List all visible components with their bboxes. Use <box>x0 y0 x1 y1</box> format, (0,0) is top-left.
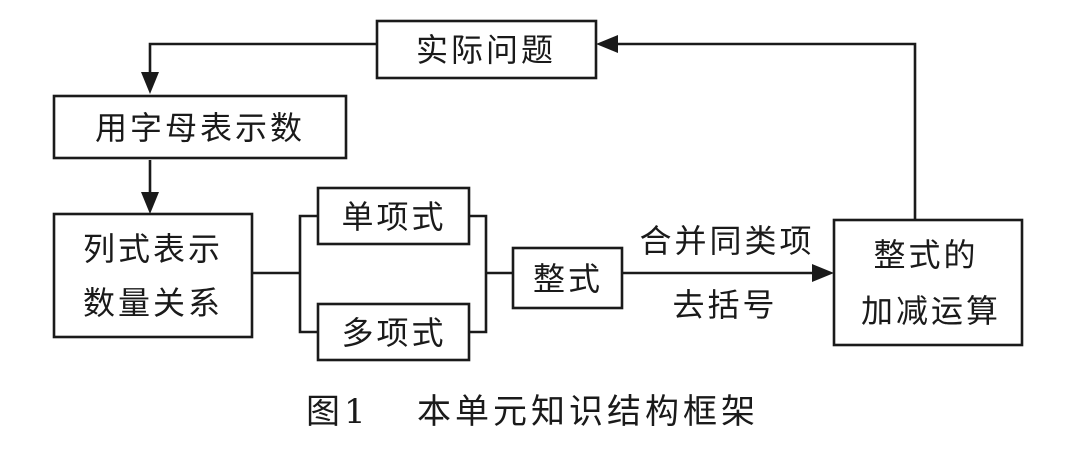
caption-figure-number: 图1 <box>306 392 370 432</box>
edge-label-combine-like-terms: 合并同类项 <box>639 222 814 260</box>
figure-caption: 图1 本单元知识结构框架 <box>306 392 759 432</box>
node-monomial <box>316 186 471 246</box>
bracket-right <box>469 214 488 334</box>
arrowhead-letters-to-expression <box>141 192 159 214</box>
label-practical-problem: 实际问题 <box>416 31 556 69</box>
arrowhead-integral-to-operations <box>812 264 834 282</box>
label-monomial: 单项式 <box>341 198 446 236</box>
label-operations-line2: 加减运算 <box>861 292 1001 330</box>
label-polynomial: 多项式 <box>341 314 446 352</box>
node-integral-expression <box>511 246 624 310</box>
node-operations <box>832 218 1024 347</box>
edge-operations-to-problem <box>618 42 917 220</box>
label-integral-expression: 整式 <box>533 260 603 298</box>
label-expression-line1: 列式表示 <box>83 230 223 268</box>
node-polynomial <box>316 302 471 362</box>
label-operations-line1: 整式的 <box>873 236 978 274</box>
label-expression-line2: 数量关系 <box>83 284 223 322</box>
caption-title: 本单元知识结构框架 <box>417 392 759 432</box>
node-letters-represent-numbers <box>52 94 348 160</box>
arrowhead-operations-to-problem <box>596 35 618 53</box>
arrowhead-problem-to-letters <box>141 72 159 94</box>
edge-label-remove-brackets: 去括号 <box>672 286 777 324</box>
label-letters-represent-numbers: 用字母表示数 <box>95 109 305 147</box>
bracket-left <box>298 214 318 334</box>
node-practical-problem <box>375 19 598 80</box>
node-expression <box>52 212 254 339</box>
edge-problem-to-letters <box>148 42 377 72</box>
